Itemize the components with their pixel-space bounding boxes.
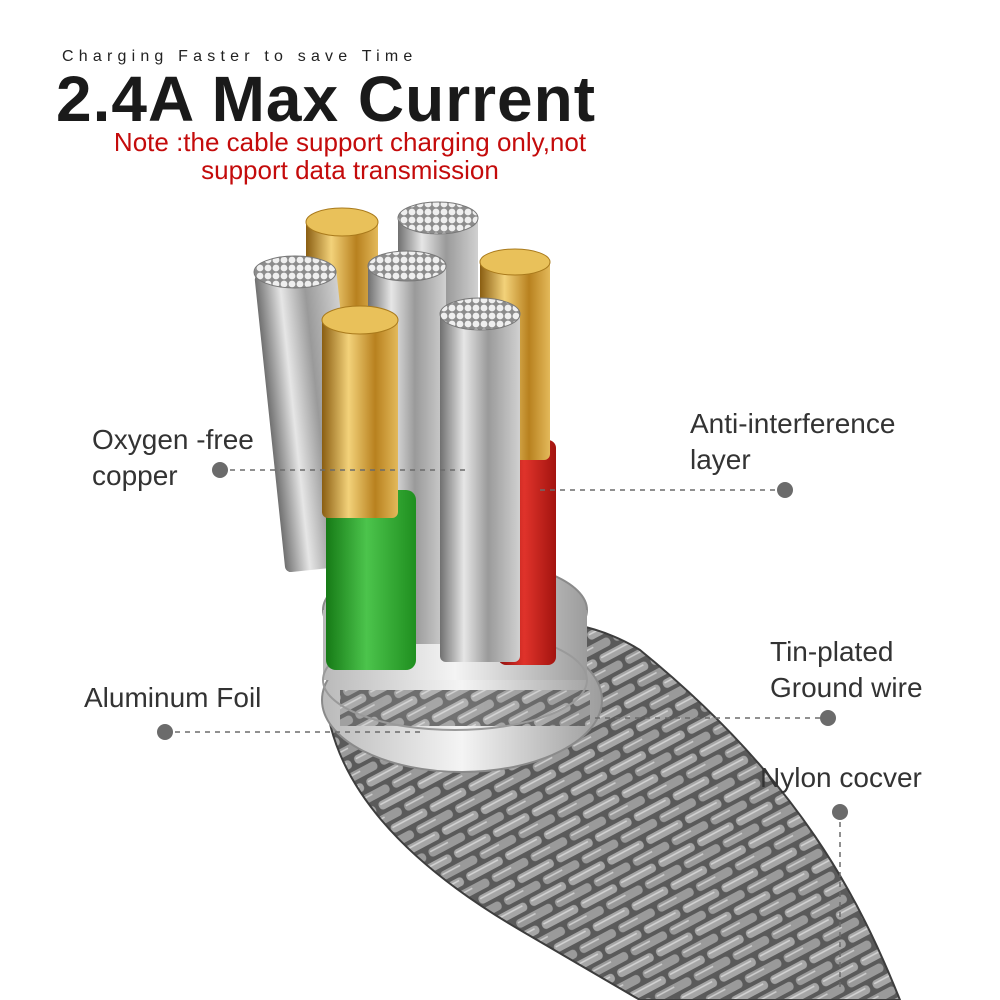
label-nylon-cover: Nylon cocver bbox=[760, 760, 922, 796]
label-anti-interference-layer: Anti-interference layer bbox=[690, 406, 895, 478]
label-aluminum-line: Aluminum Foil bbox=[84, 682, 262, 713]
green-wire-insulation bbox=[326, 490, 416, 670]
label-oxygen-line-1: Oxygen -free bbox=[92, 424, 254, 455]
label-anti-line-2: layer bbox=[690, 444, 751, 475]
label-anti-line-1: Anti-interference bbox=[690, 408, 896, 439]
header: Charging Faster to save Time 2.4A Max Cu… bbox=[0, 0, 1000, 200]
silver-strand-front bbox=[440, 312, 520, 662]
copper-core-green bbox=[322, 318, 398, 518]
charging-only-note: Note :the cable support charging only,no… bbox=[60, 128, 640, 184]
leader-dot-anti bbox=[777, 482, 793, 498]
label-oxygen-free-copper: Oxygen -free copper bbox=[92, 422, 254, 494]
note-line-2: support data transmission bbox=[201, 155, 499, 185]
leader-dot-aluminum bbox=[157, 724, 173, 740]
page-title: 2.4A Max Current bbox=[56, 63, 596, 135]
label-tin-line-2: Ground wire bbox=[770, 672, 923, 703]
tagline: Charging Faster to save Time bbox=[62, 48, 418, 65]
label-tin-plated-ground-wire: Tin-plated Ground wire bbox=[770, 634, 923, 706]
label-tin-line-1: Tin-plated bbox=[770, 636, 894, 667]
leader-dot-oxygen bbox=[212, 462, 228, 478]
label-aluminum-foil: Aluminum Foil bbox=[84, 680, 261, 716]
label-nylon-line: Nylon cocver bbox=[760, 762, 922, 793]
leader-dot-nylon bbox=[832, 804, 848, 820]
label-oxygen-line-2: copper bbox=[92, 460, 178, 491]
leader-dot-tin bbox=[820, 710, 836, 726]
note-line-1: Note :the cable support charging only,no… bbox=[113, 127, 587, 157]
